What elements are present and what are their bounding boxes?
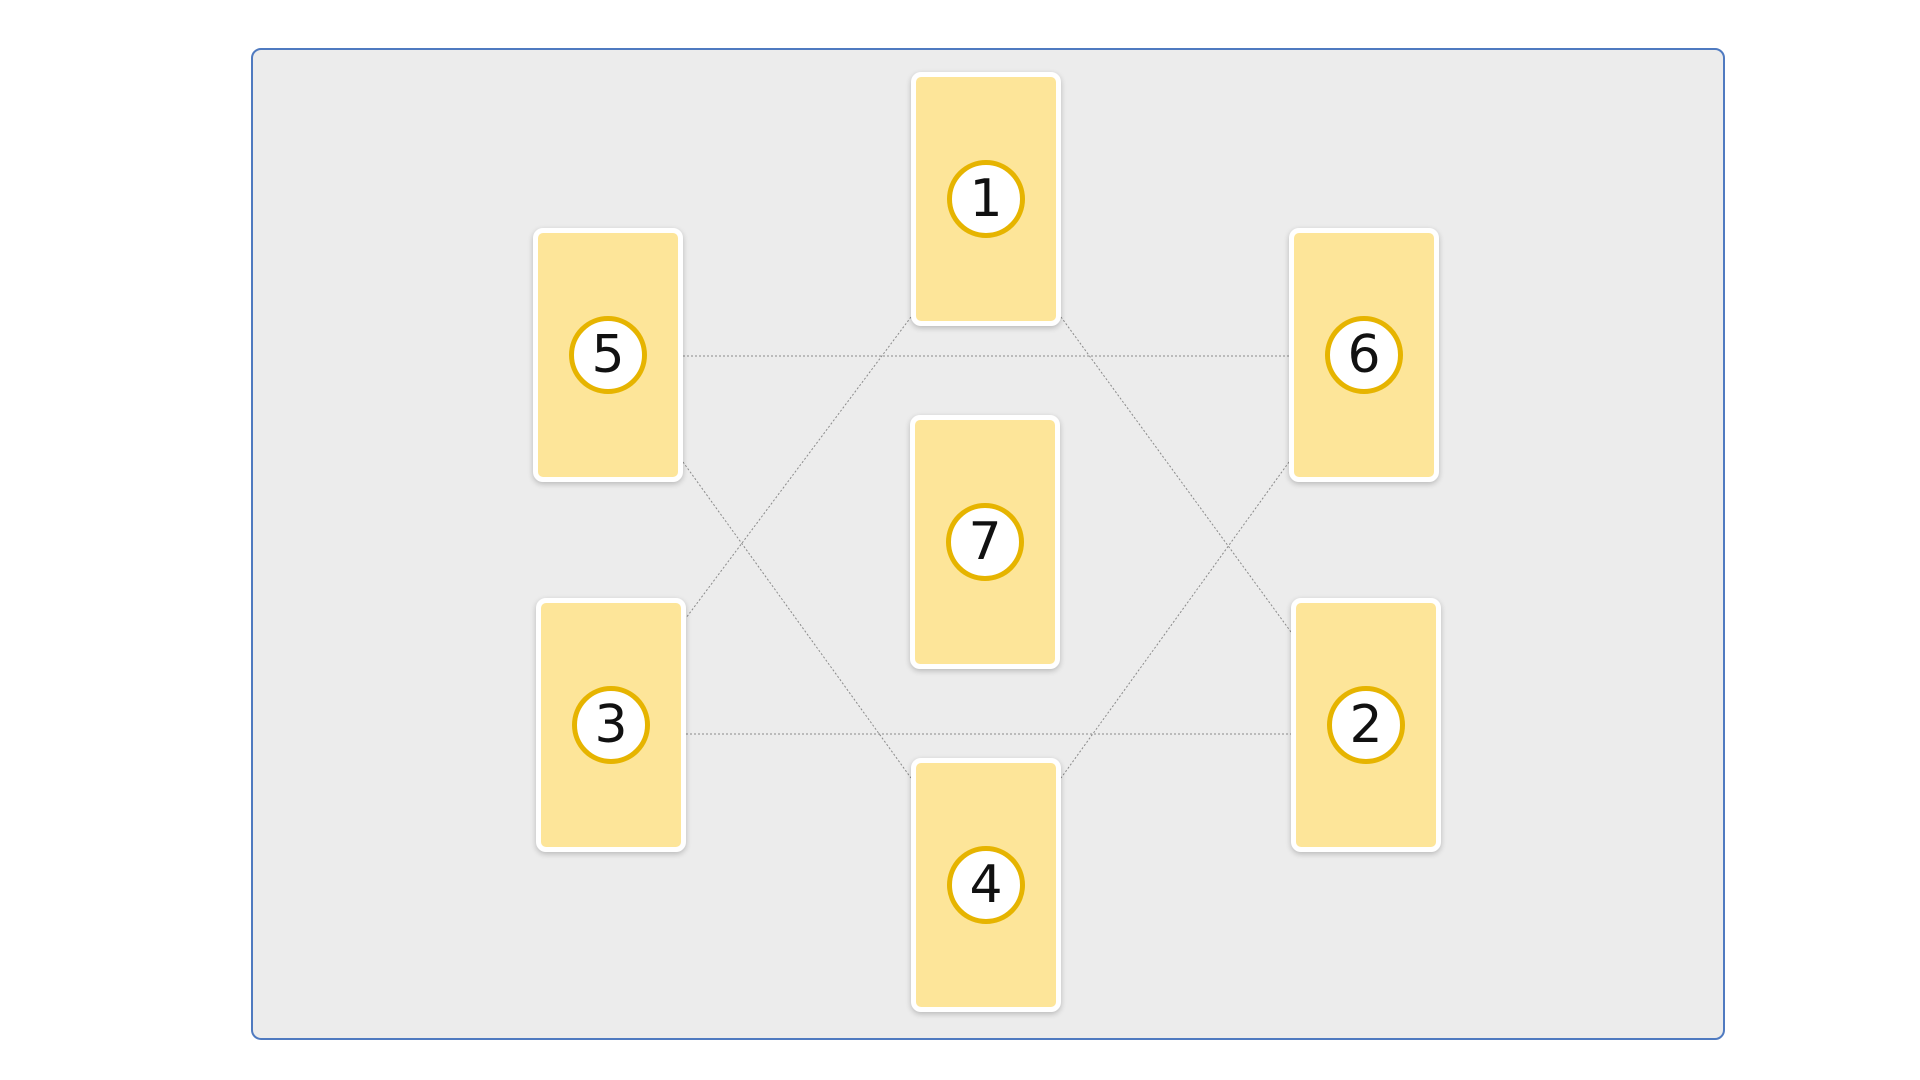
card-1: 1 [911, 72, 1061, 326]
card-number-badge: 7 [946, 503, 1024, 581]
card-number-badge: 3 [572, 686, 650, 764]
card-number-badge: 4 [947, 846, 1025, 924]
card-number-badge: 2 [1327, 686, 1405, 764]
card-6: 6 [1289, 228, 1439, 482]
card-3: 3 [536, 598, 686, 852]
card-5: 5 [533, 228, 683, 482]
card-number-badge: 5 [569, 316, 647, 394]
card-4: 4 [911, 758, 1061, 1012]
card-number-badge: 1 [947, 160, 1025, 238]
card-2: 2 [1291, 598, 1441, 852]
card-7: 7 [910, 415, 1060, 669]
card-number-badge: 6 [1325, 316, 1403, 394]
